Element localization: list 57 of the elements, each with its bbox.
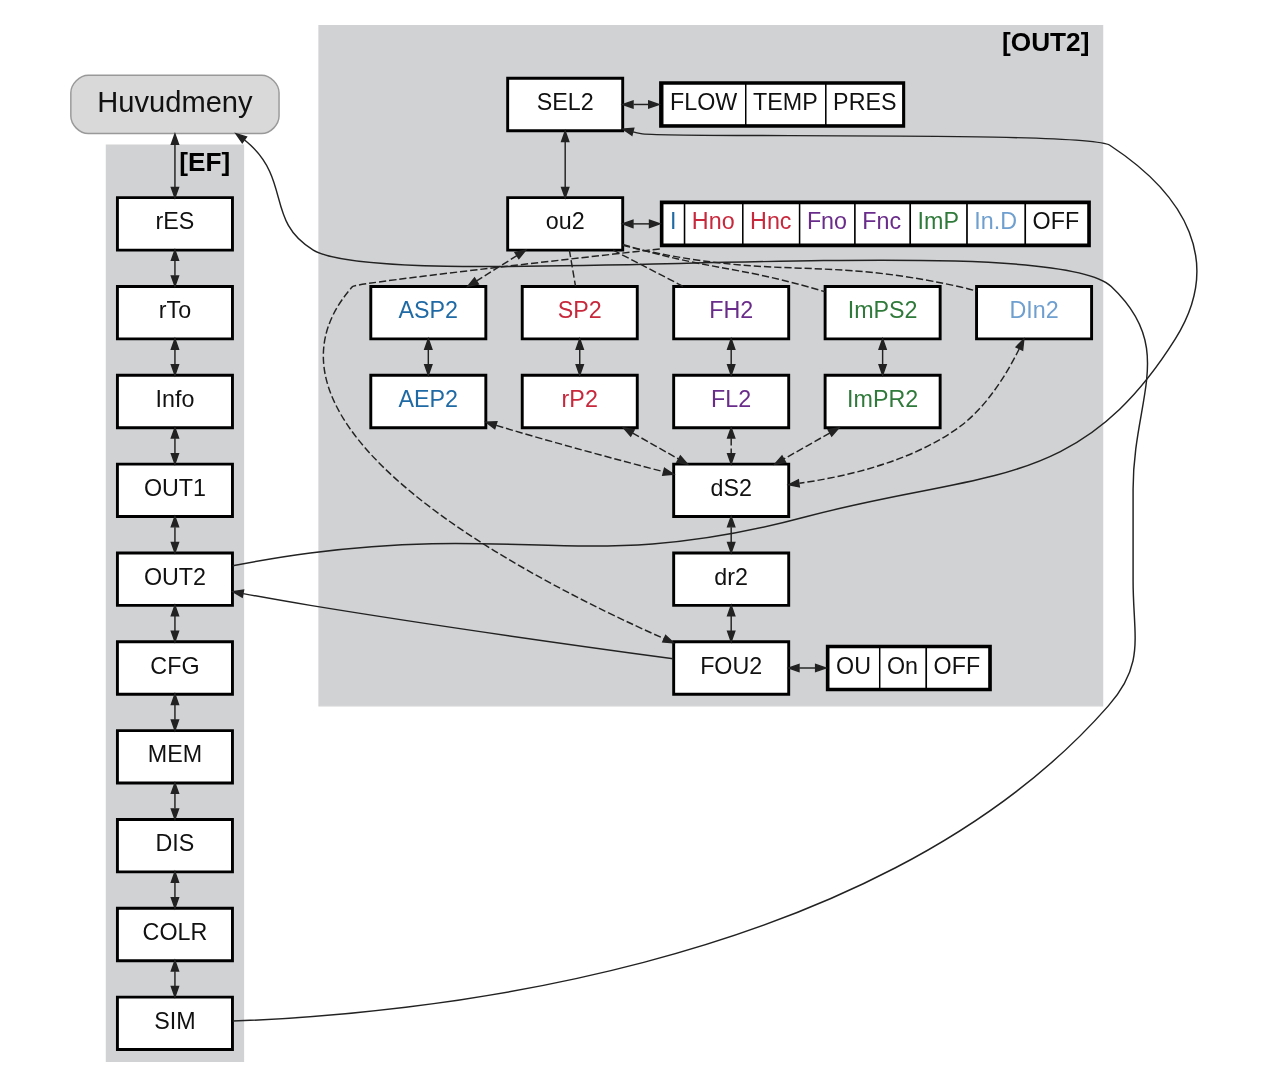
- arrow: [621, 426, 690, 466]
- node-box: FL2: [672, 373, 791, 430]
- node-box: DIn2: [975, 285, 1094, 341]
- arrow: [560, 129, 570, 200]
- arrow: [620, 219, 662, 229]
- arrow: [170, 514, 180, 555]
- arrow: [786, 663, 829, 673]
- node-box: rP2: [520, 373, 639, 430]
- node-box: AEP2: [369, 373, 488, 430]
- arrow: [170, 958, 180, 999]
- arrow: [483, 421, 676, 476]
- node-box: COLR: [115, 906, 234, 963]
- arrow: [170, 248, 180, 289]
- arrow: [230, 589, 674, 660]
- node-box: MEM: [115, 729, 234, 785]
- arrow: [726, 603, 736, 644]
- node-box: ImPR2: [823, 373, 942, 430]
- arrow: [726, 425, 736, 466]
- arrow: [170, 869, 180, 911]
- arrow: [465, 249, 528, 288]
- arrow: [170, 336, 180, 378]
- node-box: Info: [115, 373, 234, 430]
- arrow: [232, 132, 1149, 1022]
- node-box: Huvudmeny: [70, 74, 280, 135]
- arrow: [786, 337, 1025, 488]
- node-box: rES: [115, 196, 234, 252]
- node-box: rTo: [115, 285, 234, 341]
- arrow: [232, 127, 1198, 567]
- arrow: [170, 131, 180, 200]
- node-box: FOU2: [672, 640, 791, 696]
- node-box: SP2: [520, 285, 639, 341]
- arrow: [726, 514, 736, 555]
- arrow: [322, 248, 676, 644]
- node-box: DIS: [115, 818, 234, 874]
- node-box: ou2: [506, 196, 625, 252]
- arrow: [772, 426, 841, 466]
- node-box: SEL2: [506, 76, 625, 133]
- node-box: ASP2: [369, 285, 488, 341]
- arrow: [575, 336, 585, 378]
- arrow: [170, 425, 180, 466]
- arrow: [170, 603, 180, 644]
- connector: [568, 249, 577, 287]
- arrow: [170, 780, 180, 822]
- connector: [622, 243, 826, 293]
- connector: [622, 244, 978, 292]
- node-box: dr2: [672, 551, 791, 607]
- arrow: [170, 692, 180, 733]
- node-box: FH2: [672, 285, 791, 341]
- node-box: OUT2: [115, 551, 234, 607]
- node-box: CFG: [115, 640, 234, 696]
- node-box: dS2: [672, 462, 791, 518]
- node-box: SIM: [115, 995, 234, 1051]
- node-box: OUT1: [115, 462, 234, 518]
- arrow: [620, 99, 662, 110]
- arrow: [726, 336, 736, 378]
- connector: [612, 249, 684, 288]
- node-box: ImPS2: [823, 285, 942, 341]
